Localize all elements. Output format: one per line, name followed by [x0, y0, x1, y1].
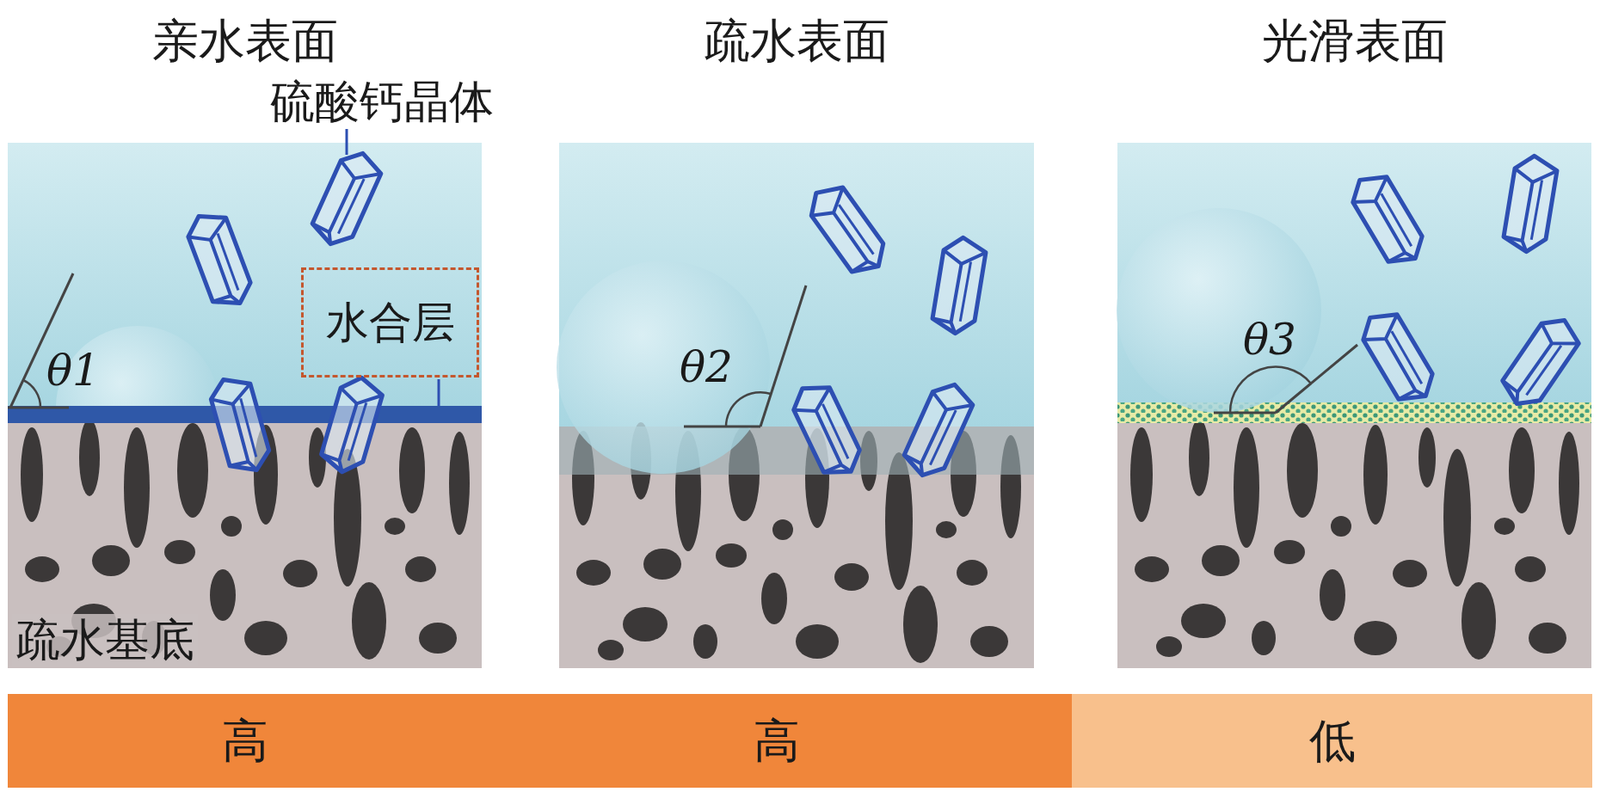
- surface-panel: 疏水表面: [559, 142, 1034, 669]
- contact-angle-label: θ1: [46, 345, 100, 396]
- box-text: 水合层: [326, 296, 456, 349]
- hydrophobic-panel: [556, 142, 1034, 669]
- panel-title: 亲水表面: [7, 13, 482, 69]
- box-text: 低: [1309, 713, 1356, 770]
- surface-panel: 光滑表面: [1117, 142, 1592, 669]
- box-text: 高: [753, 713, 800, 770]
- substrate-label: 疏水基底: [12, 614, 198, 666]
- panel-title: 光滑表面: [1117, 13, 1592, 69]
- hydration-layer-box: 水合层: [301, 267, 480, 378]
- hydrophilic-panel: [7, 129, 482, 669]
- contact-angle-label: θ3: [1243, 314, 1297, 365]
- slippery-panel: [1116, 142, 1592, 669]
- box-text: 高: [221, 713, 269, 770]
- crystal-label: 硫酸钙晶体: [270, 75, 494, 128]
- surface-panel: 亲水表面水合层: [7, 142, 482, 669]
- level-band: 低: [1071, 694, 1593, 788]
- contact-angle-label: θ2: [679, 342, 733, 393]
- level-band: 高: [7, 694, 482, 788]
- level-band: 高: [481, 694, 1072, 788]
- panel-title: 疏水表面: [559, 13, 1034, 69]
